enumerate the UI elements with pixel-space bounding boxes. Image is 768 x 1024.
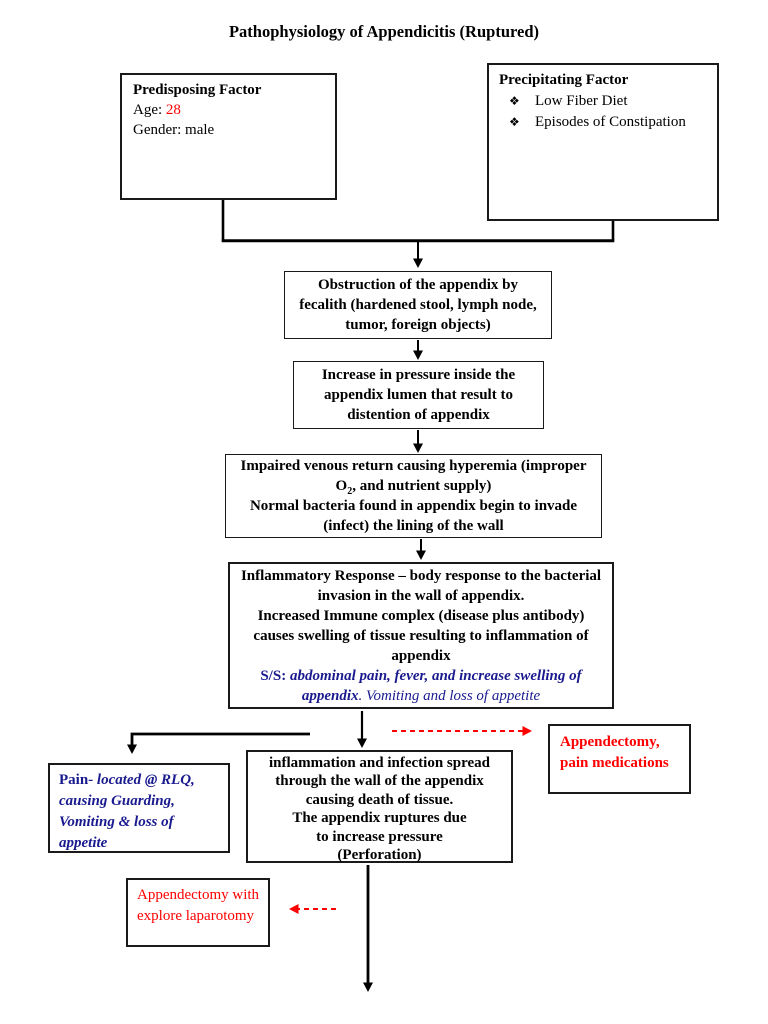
impaired-venous-return-box: Impaired venous return causing hyperemia…: [225, 454, 602, 538]
gender-line: Gender: male: [133, 122, 215, 138]
oxygen-line: O2, and nutrient supply): [226, 476, 601, 497]
obstruction-text: Obstruction of the appendix by fecalith …: [299, 277, 537, 333]
arrow-branch-to-pain: [127, 732, 310, 754]
oxygen-symbol: O: [335, 478, 348, 494]
precipitating-heading: Precipitating Factor: [499, 72, 629, 88]
signs-symptoms-line-2: appendix. Vomiting and loss of appetite: [230, 686, 612, 706]
pain-detail: located @ RLQ, causing Guarding, Vomitin…: [59, 772, 195, 851]
pain-symptoms-box: Pain- located @ RLQ, causing Guarding, V…: [48, 763, 230, 853]
inflammatory-response-box: Inflammatory Response – body response to…: [228, 562, 614, 709]
appendectomy-medications-box: Appendectomy, pain medications: [548, 724, 691, 794]
predisposing-heading: Predisposing Factor: [133, 82, 262, 98]
ss-text-3: . Vomiting and loss of appetite: [358, 688, 541, 704]
rupture-text: inflammation and infection spread throug…: [269, 755, 490, 864]
pressure-increase-box: Increase in pressure inside the appendix…: [293, 361, 544, 429]
page-title: Pathophysiology of Appendicitis (Rupture…: [228, 22, 540, 41]
rupture-perforation-box: inflammation and infection spread throug…: [246, 750, 513, 863]
obstruction-box: Obstruction of the appendix by fecalith …: [284, 271, 552, 339]
impaired-line-1: Impaired venous return causing hyperemia…: [240, 458, 587, 474]
precipitating-item-text: Episodes of Constipation: [535, 114, 686, 130]
appendectomy-laparotomy-box: Appendectomy with explore laparotomy: [126, 878, 270, 947]
predisposing-factor-box: Predisposing Factor Age: 28 Gender: male: [120, 73, 337, 200]
oxygen-line-rest: , and nutrient supply): [352, 478, 492, 494]
age-label: Age:: [133, 102, 166, 118]
ss-label: S/S:: [260, 668, 290, 684]
pressure-increase-text: Increase in pressure inside the appendix…: [321, 367, 516, 423]
appendectomy-laparotomy-text: Appendectomy with explore laparotomy: [137, 887, 260, 924]
pain-label: Pain-: [59, 772, 94, 788]
diamond-bullet-icon: ❖: [509, 115, 520, 129]
precipitating-item: ❖ Low Fiber Diet: [499, 91, 707, 111]
precipitating-factor-box: Precipitating Factor ❖ Low Fiber Diet ❖ …: [487, 63, 719, 221]
appendectomy-medications-text: Appendectomy, pain medications: [560, 734, 669, 771]
precipitating-item: ❖ Episodes of Constipation: [499, 112, 707, 132]
signs-symptoms-line-1: S/S: abdominal pain, fever, and increase…: [230, 666, 612, 686]
oxygen-subscript: 2: [347, 486, 353, 497]
bacteria-invasion-text: Normal bacteria found in appendix begin …: [249, 498, 578, 534]
ss-text-2: appendix: [301, 688, 359, 704]
diamond-bullet-icon: ❖: [509, 94, 520, 108]
precipitating-item-text: Low Fiber Diet: [535, 93, 628, 109]
age-value: 28: [165, 102, 181, 118]
ss-text-1: abdominal pain, fever, and increase swel…: [289, 668, 582, 684]
age-line: Age: 28: [133, 100, 324, 120]
inflammatory-black-text: Inflammatory Response – body response to…: [240, 568, 602, 664]
